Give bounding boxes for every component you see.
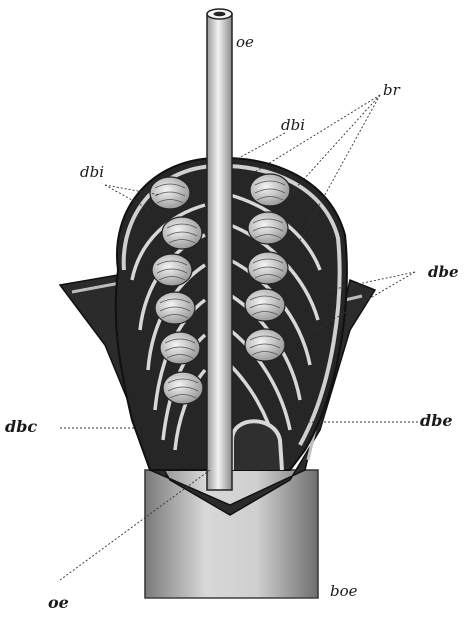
- label-br: br: [383, 81, 401, 99]
- label-oe-bottom: oe: [48, 593, 69, 612]
- label-dbe-lower: dbe: [420, 411, 453, 430]
- label-oe-top: oe: [236, 33, 254, 51]
- lower-right-arch: [232, 421, 282, 470]
- label-boe: boe: [330, 582, 358, 600]
- label-dbi-left: dbi: [80, 163, 104, 181]
- oesophagus-tube: [207, 9, 232, 490]
- label-dbe-upper: dbe: [428, 263, 459, 281]
- label-dbc: dbc: [5, 417, 37, 436]
- label-dbi-right: dbi: [281, 116, 305, 134]
